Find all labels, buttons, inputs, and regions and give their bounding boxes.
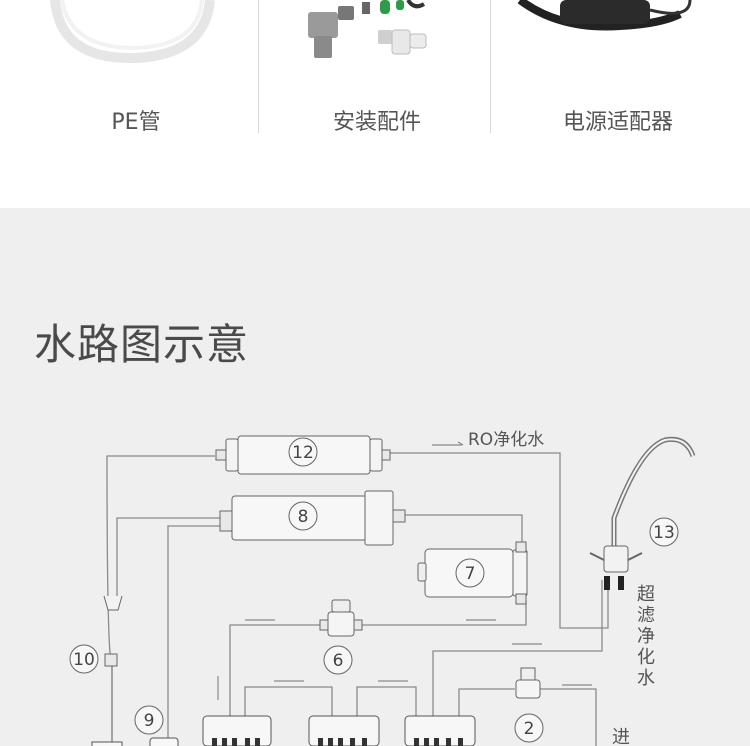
pipe (432, 580, 603, 718)
pipe (229, 624, 326, 718)
fittings-image (308, 0, 427, 58)
water-path-section: 水路图示意 (0, 208, 750, 746)
pe-tube-image (50, 0, 215, 64)
caption-power-adapter: 电源适配器 (562, 110, 673, 135)
pipe (395, 514, 523, 544)
badge-2 (514, 713, 544, 743)
pipe (244, 686, 333, 718)
badge-7 (455, 558, 485, 588)
badge-8 (288, 501, 318, 531)
valve-6 (319, 599, 363, 637)
badge-12 (288, 437, 318, 467)
pipe (352, 600, 527, 626)
power-adapter-image (517, 0, 692, 31)
badge-13 (649, 517, 679, 547)
faucet-13 (589, 436, 696, 590)
divider (258, 0, 259, 133)
badge-label: 2 (524, 719, 535, 739)
badge-label: 13 (653, 523, 675, 543)
tee-connector (103, 595, 123, 667)
accessories-strip: PE管 安装配件 电源适配器 (0, 0, 750, 208)
badge-6 (323, 645, 353, 675)
badge-9 (134, 705, 164, 735)
pressure-tank-7 (417, 541, 528, 605)
caption-fittings: 安装配件 (332, 110, 421, 135)
pipe (356, 686, 417, 718)
badge-10 (69, 644, 99, 674)
divider (490, 0, 491, 133)
badge-label: 12 (292, 443, 314, 463)
pipe (540, 688, 597, 746)
faucet-label-char: 水 (637, 668, 655, 689)
pipe (385, 452, 609, 629)
badge-label: 10 (73, 650, 95, 670)
filter-housings (91, 715, 476, 746)
faucet-label-char: 超 (637, 584, 655, 605)
badge-label: 9 (144, 711, 155, 731)
badge-label: 6 (333, 651, 344, 671)
accessory-images (50, 0, 692, 64)
badge-label: 8 (298, 507, 309, 527)
ro-water-label: RO净化水 (468, 430, 544, 450)
pipe (116, 517, 220, 600)
faucet-label-char: 化 (637, 647, 655, 668)
section-title: 水路图示意 (34, 319, 250, 369)
pipe (106, 455, 215, 746)
caption-pe-tube: PE管 (111, 110, 161, 135)
faucet-label-char: 滤 (637, 605, 655, 626)
pipe (458, 688, 515, 718)
pipe (167, 525, 220, 746)
inlet-label: 进 (612, 727, 630, 746)
valve-2 (515, 667, 541, 699)
faucet-label-char: 净 (637, 626, 655, 647)
water-path-diagram: 12 8 7 13 6 10 9 2 RO净化水 超 滤 净 化 水 进 (69, 430, 696, 746)
badge-label: 7 (465, 564, 476, 584)
